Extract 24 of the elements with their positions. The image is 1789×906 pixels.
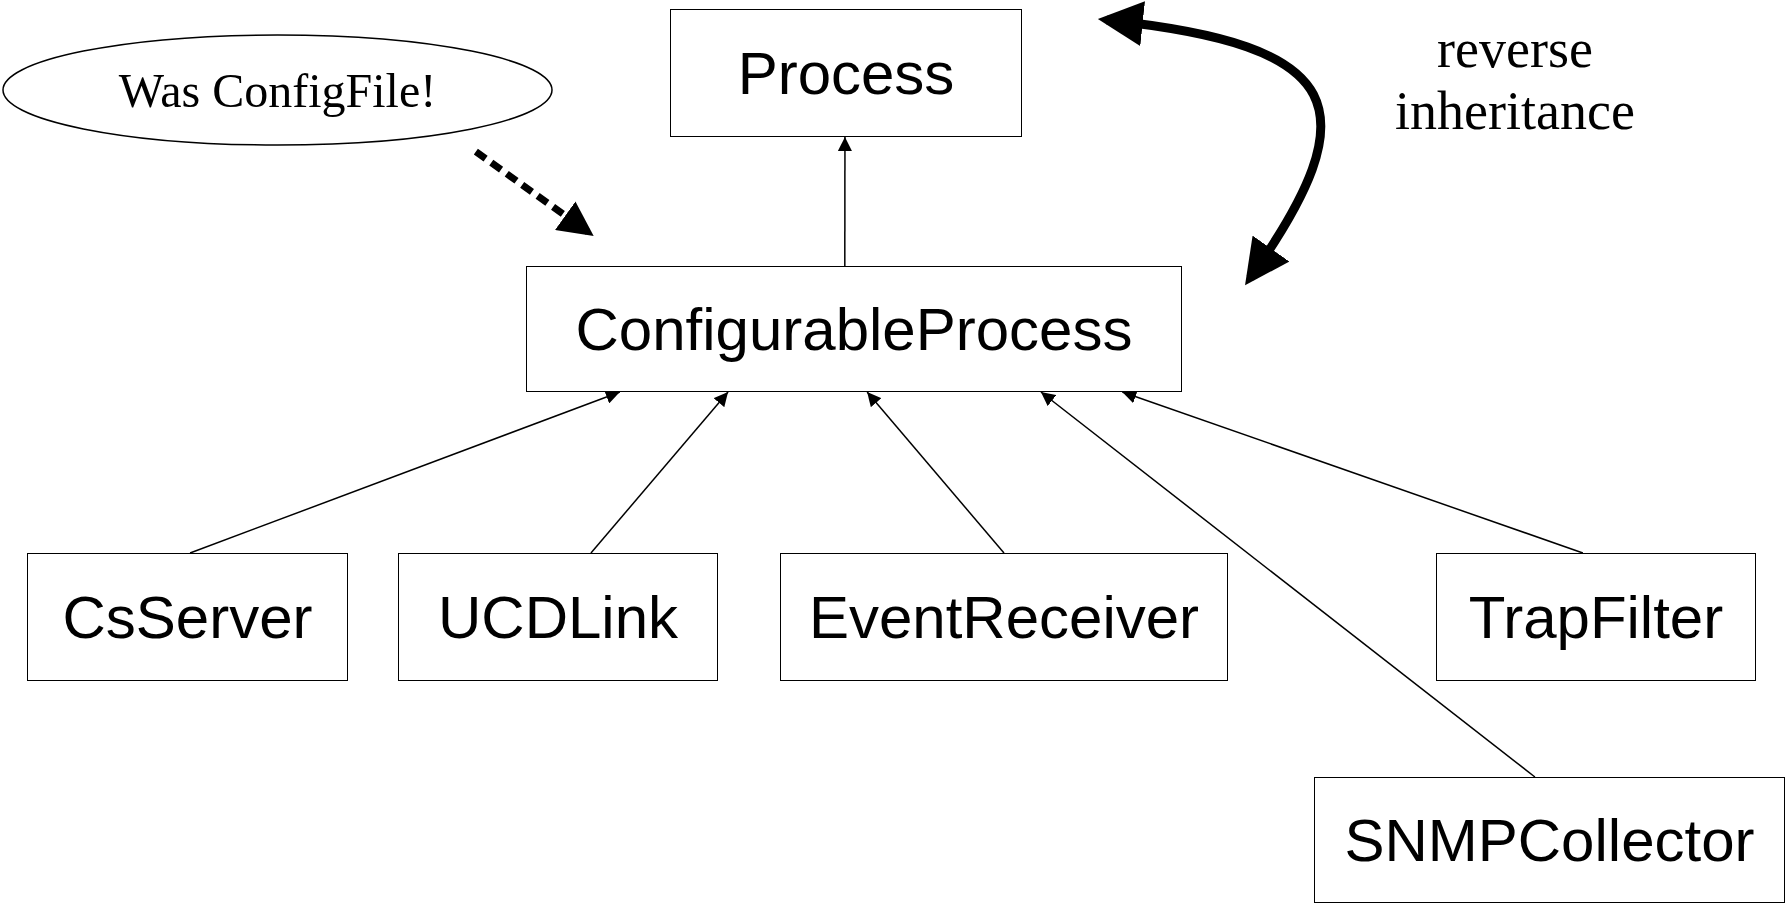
arrow [473, 148, 594, 237]
class-name: Process [737, 38, 955, 108]
class-box [670, 9, 1022, 137]
class-name: EventReceiver [808, 582, 1200, 652]
class-box [1314, 777, 1785, 903]
arrow [1121, 390, 1584, 554]
class-box [27, 553, 348, 681]
class-name: TrapFilter [1468, 582, 1724, 652]
class-box [1436, 553, 1756, 681]
class-box [780, 553, 1228, 681]
arrow [189, 390, 621, 554]
note-ellipse [2, 34, 553, 146]
class-name: UCDLink [437, 582, 679, 652]
class-name: CsServer [62, 582, 313, 652]
class-name: SNMPCollector [1344, 805, 1755, 875]
class-name: ConfigurableProcess [575, 294, 1133, 364]
class-box [398, 553, 718, 681]
arrow [1040, 391, 1536, 778]
arrow [866, 391, 1005, 554]
class-box [526, 266, 1182, 392]
arrow [837, 136, 852, 267]
arrow [590, 391, 729, 554]
arrow [1097, 2, 1325, 286]
class-name: Was ConfigFile! [118, 62, 437, 118]
